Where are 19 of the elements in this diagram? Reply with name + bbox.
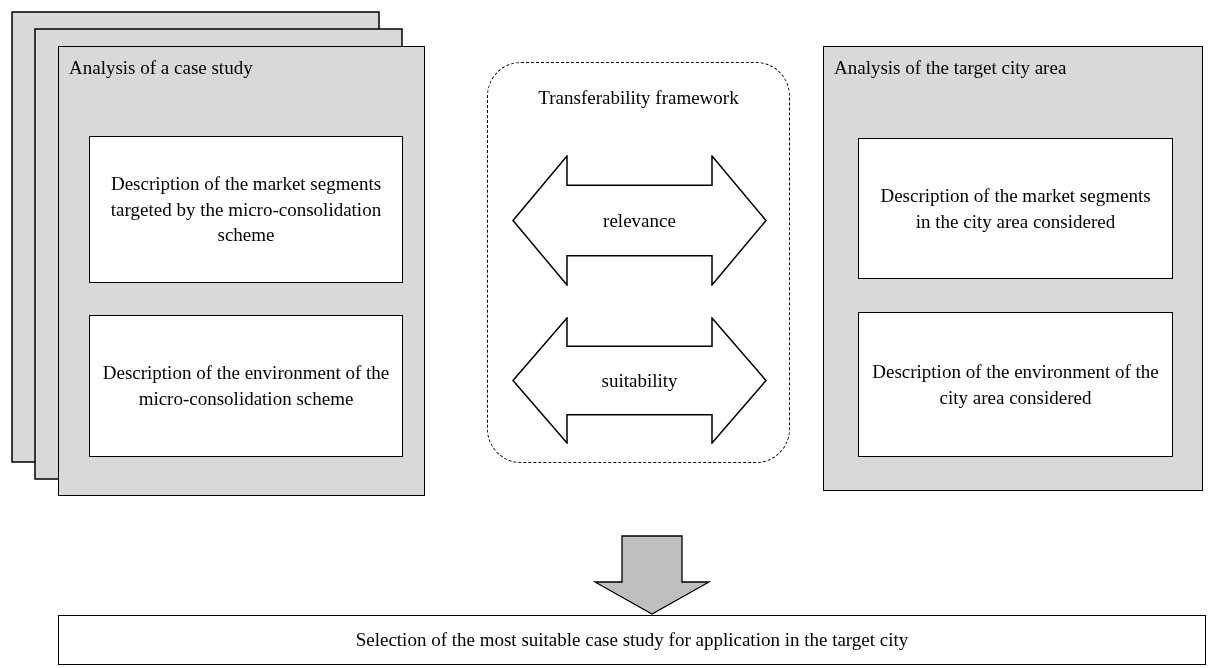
arrow-label: relevance: [603, 208, 676, 233]
panel-heading: Analysis of a case study: [69, 56, 253, 80]
description-box: [858, 312, 1173, 457]
framework-box: [487, 62, 790, 463]
arrow-label: suitability: [601, 368, 678, 393]
analysis-panel: [58, 46, 425, 496]
description-box: [858, 138, 1173, 279]
box-text: Description of the environment of the city area considered: [871, 359, 1160, 410]
box-text: Description of the market segments in the city area considered: [879, 183, 1152, 234]
block-arrow: [592, 535, 712, 615]
box-text: Selection of the most suitable case study for application in the target city: [354, 628, 910, 653]
framework-title: Transferability framework: [537, 86, 740, 110]
box-text: Description of the environment of the micro-consolidation scheme: [101, 361, 391, 411]
analysis-panel: [823, 46, 1203, 491]
description-box: [58, 615, 1206, 665]
description-box: [89, 136, 403, 283]
description-box: [89, 315, 403, 457]
panel-heading: Analysis of the target city area: [834, 56, 1067, 80]
box-text: Description of the market segments targeted by the micro-consolidation scheme: [109, 172, 383, 248]
